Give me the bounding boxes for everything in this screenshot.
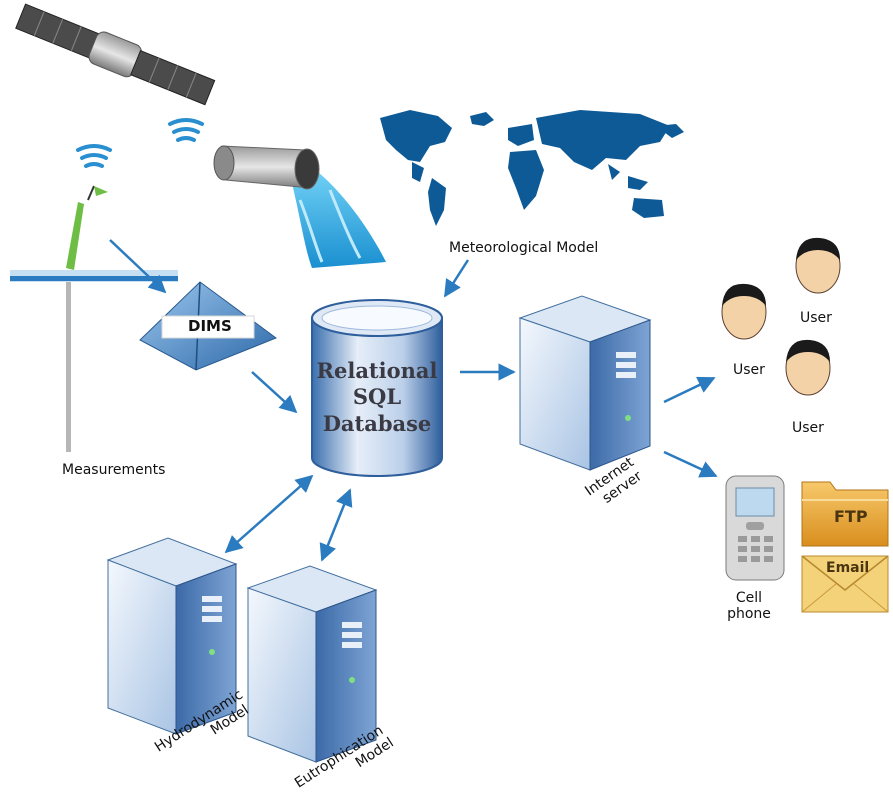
ftp-label: FTP <box>834 507 868 526</box>
cell-phone-label: Cell phone <box>722 590 776 622</box>
cell-phone-label-line1: Cell <box>735 590 763 606</box>
arrow-database-hydrodynamic <box>224 474 314 554</box>
user-icon <box>721 283 767 340</box>
world-map-icon <box>380 110 684 226</box>
internet-server-icon <box>518 295 652 471</box>
system-diagram <box>10 3 889 763</box>
arrow-meteo-to-database <box>443 259 470 298</box>
connection-arrows <box>109 239 718 562</box>
user-label: User <box>792 420 824 436</box>
arrow-server-to-users <box>663 376 716 404</box>
user-icon <box>795 237 841 294</box>
database-text: Relational SQL Database <box>314 358 440 437</box>
email-envelope-icon <box>801 555 889 613</box>
arrow-database-eutrophication <box>319 488 353 562</box>
database-label-line1: Relational <box>316 358 438 383</box>
database-label-line3: Database <box>322 410 432 436</box>
measurements-label: Measurements <box>62 462 166 478</box>
cell-phone-icon <box>725 475 785 581</box>
dims-pyramid-icon <box>139 281 278 371</box>
dims-label: DIMS <box>188 317 232 335</box>
database-cylinder-icon <box>311 299 443 477</box>
email-label: Email <box>826 560 870 576</box>
hydrodynamic-server-icon <box>106 537 238 735</box>
eutrophication-server-icon <box>246 565 378 763</box>
user-label: User <box>733 362 765 378</box>
cell-phone-label-line2: phone <box>727 606 771 623</box>
arrow-server-to-devices <box>663 450 718 478</box>
user-label: User <box>800 310 832 326</box>
meteorological-model-label: Meteorological Model <box>449 240 599 256</box>
measurement-station-icon <box>10 185 178 452</box>
arrow-dims-to-database <box>251 371 298 414</box>
wireless-signal-icon <box>76 118 204 168</box>
arrow-measurement-to-dims <box>109 239 167 294</box>
user-icon <box>785 339 831 396</box>
database-label-line2: SQL <box>352 384 402 410</box>
ftp-folder-icon <box>801 481 889 547</box>
outfall-pipe-icon <box>213 145 386 268</box>
satellite-icon <box>15 3 216 106</box>
